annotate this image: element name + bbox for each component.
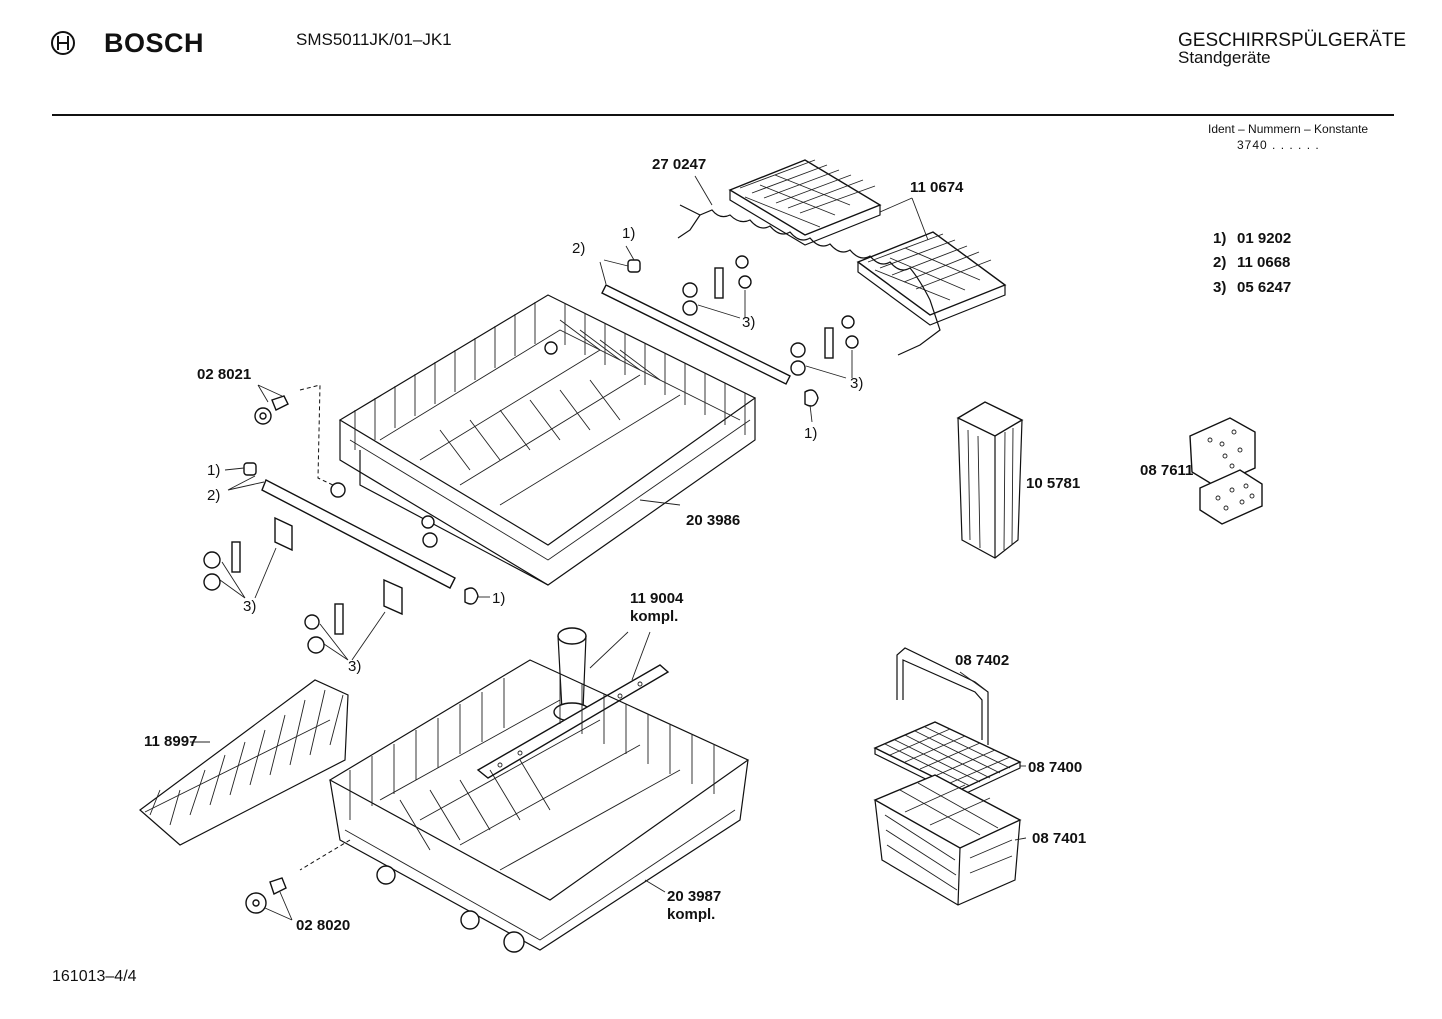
label-087401: 08 7401 xyxy=(1032,830,1087,847)
roller-assembly-top-right xyxy=(790,315,859,379)
label-119004: 11 9004 xyxy=(630,590,684,607)
callout-1-right: 1) xyxy=(804,425,818,442)
ident-label: Ident – Nummern – Konstante xyxy=(1208,122,1369,136)
leader-203987 xyxy=(644,879,666,893)
brand-name: BOSCH xyxy=(104,28,205,58)
leader-087402 xyxy=(959,671,986,691)
cutlery-basket-087401 xyxy=(873,774,1022,906)
label-110674: 11 0674 xyxy=(910,179,964,196)
label-028021: 02 8021 xyxy=(197,366,252,383)
cup-shelf-insert-upper xyxy=(728,159,882,246)
upper-rail-rear xyxy=(601,284,791,385)
label-119004-sub: kompl. xyxy=(630,608,679,625)
wavy-wire-270247 xyxy=(679,204,941,356)
subcategory-title: Standgeräte xyxy=(1178,48,1271,67)
leader-087401 xyxy=(1014,837,1027,841)
label-087402: 08 7402 xyxy=(955,652,1010,669)
callout-3-mid-left: 3) xyxy=(243,598,257,615)
clip-parts xyxy=(224,245,819,605)
label-118997: 11 8997 xyxy=(144,733,198,750)
callout-1-left: 1) xyxy=(207,462,221,479)
fold-down-rack-118997 xyxy=(139,679,349,846)
callout-1-top: 1) xyxy=(622,225,636,242)
label-270247: 27 0247 xyxy=(652,156,707,173)
label-203987-sub: kompl. xyxy=(667,906,716,923)
upper-basket xyxy=(330,294,757,586)
leader-110674 xyxy=(879,197,929,241)
callout-2-top: 2) xyxy=(572,240,586,257)
callout-3-top-left: 3) xyxy=(742,314,756,331)
callout-3-mid-right: 3) xyxy=(348,658,362,675)
wheel-028020 xyxy=(245,877,293,921)
callout-2-left: 2) xyxy=(207,487,221,504)
legend-part-2: 11 0668 xyxy=(1237,254,1291,271)
roller-assembly-top-left xyxy=(682,255,752,319)
label-087400: 08 7400 xyxy=(1028,759,1083,776)
leader-203986 xyxy=(639,499,681,506)
label-203987: 20 3987 xyxy=(667,888,722,905)
spray-arm-119004 xyxy=(476,627,670,779)
header-divider xyxy=(52,114,1394,116)
wheel-028021 xyxy=(254,384,336,487)
label-028020: 02 8020 xyxy=(296,917,351,934)
callout-1-front-rail: 1) xyxy=(492,590,506,607)
bracket-087611 xyxy=(1189,417,1263,525)
cup-shelf-insert-lower xyxy=(856,231,1007,326)
legend-part-1: 01 9202 xyxy=(1237,230,1292,247)
cutlery-cylinder-105781 xyxy=(956,401,1024,559)
wire-hook-left xyxy=(677,214,701,239)
page-footer-id: 161013–4/4 xyxy=(52,968,137,985)
bosch-logo-icon xyxy=(51,31,75,55)
legend-part-3: 05 6247 xyxy=(1237,279,1292,296)
legend-key-2: 2) xyxy=(1213,254,1227,271)
upper-rail-front xyxy=(261,479,456,589)
roller-assembly-mid-left xyxy=(203,516,293,599)
roller-assembly-mid-right xyxy=(304,578,403,661)
ident-value: 3740 . . . . . . xyxy=(1237,138,1320,152)
callout-3-top-right: 3) xyxy=(850,375,864,392)
model-number: SMS5011JK/01–JK1 xyxy=(296,30,452,49)
legend-key-3: 3) xyxy=(1213,279,1227,296)
basket-handle-087402 xyxy=(896,647,989,745)
category-title: GESCHIRRSPÜLGERÄTE xyxy=(1178,30,1407,51)
leader-270247 xyxy=(694,175,713,206)
label-105781: 10 5781 xyxy=(1026,475,1081,492)
legend-key-1: 1) xyxy=(1213,230,1227,247)
label-203986: 20 3986 xyxy=(686,512,741,529)
lower-basket xyxy=(299,659,750,953)
label-087611: 08 7611 xyxy=(1140,462,1194,479)
